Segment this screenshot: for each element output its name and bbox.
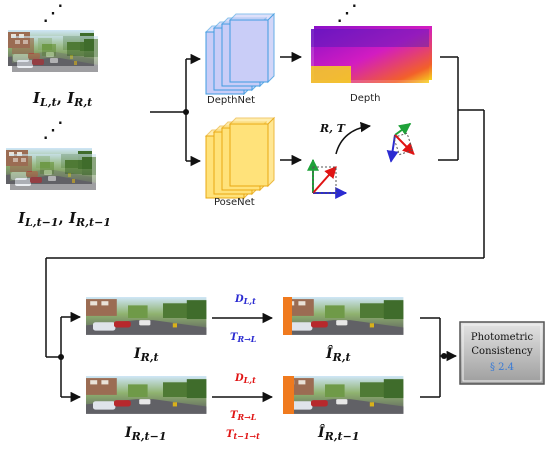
row1-input-label: IR,t [133, 346, 159, 364]
pose-transform [307, 121, 415, 199]
depth-map-stack [311, 26, 432, 83]
row2-eq-temporal: Tt−1→t [226, 429, 260, 441]
frame-stack-t-1 [6, 148, 96, 190]
row2-output-image [283, 376, 404, 414]
row2-output-label: ÎR,t−1 [317, 423, 360, 443]
output-connector [45, 56, 485, 403]
label-frames-t: IL,t, IR,t [32, 89, 92, 109]
label-frames-t-1: IL,t−1, IR,t−1 [17, 209, 111, 229]
row1-output-image [283, 297, 404, 335]
ellipsis-top: ⋰ [42, 1, 64, 26]
row2-input-image [86, 376, 207, 414]
depth-label: Depth [350, 93, 380, 104]
row1-eq-depth: DL,t [234, 294, 256, 306]
row2-input-label: IR,t−1 [124, 425, 167, 443]
posenet-block [205, 117, 275, 199]
consistency-ref: § 2.4 [490, 362, 514, 373]
row1-input-image [86, 297, 207, 335]
input-connector [150, 53, 202, 167]
row1-eq-transform: TR→L [230, 332, 257, 344]
row1-output-label: ÎR,t [325, 344, 351, 364]
depthnet-block [205, 13, 275, 95]
row2-eq-transform: TR→L [230, 410, 257, 422]
frame-stack-t [8, 30, 98, 72]
consistency-line2: Consistency [471, 346, 533, 357]
pose-label: R, T [319, 122, 346, 135]
consistency-connector [420, 317, 458, 398]
depthnet-label: DepthNet [207, 95, 255, 106]
photometric-consistency-box: Photometric Consistency § 2.4 [459, 321, 545, 385]
posenet-label: PoseNet [214, 197, 255, 208]
consistency-line1: Photometric [471, 332, 534, 343]
row2-eq-depth: DL,t [234, 373, 256, 385]
ellipsis-depth: ⋰ [336, 1, 358, 26]
ellipsis-prev: ⋰ [42, 118, 64, 143]
